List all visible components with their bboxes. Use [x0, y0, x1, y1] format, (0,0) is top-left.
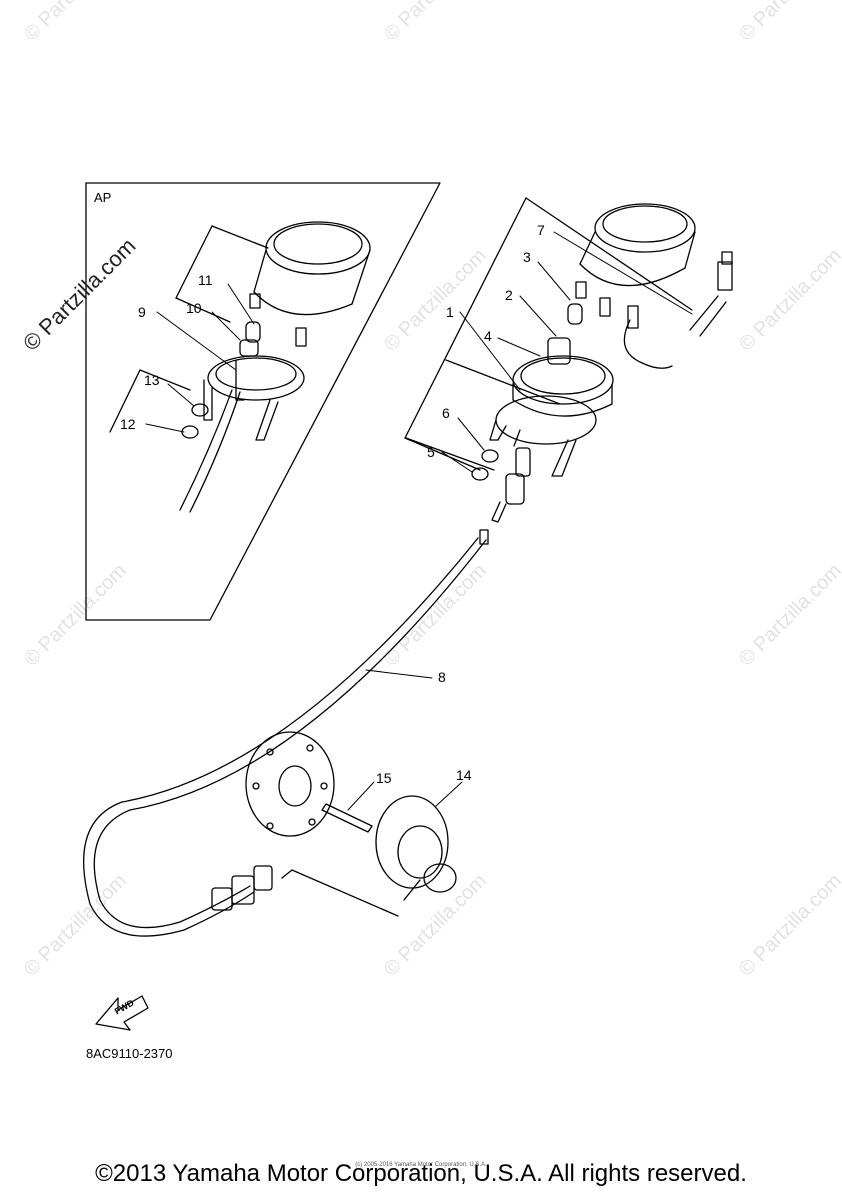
callout-14: 14 [456, 767, 472, 783]
callout-3: 3 [523, 249, 531, 265]
ap-bracket [203, 355, 305, 441]
callout-8: 8 [438, 669, 446, 685]
cable-connector [491, 447, 531, 523]
ap-frame-lines [109, 297, 231, 433]
gear-unit [375, 795, 457, 901]
meter-cable [83, 529, 489, 937]
hub-plate [245, 731, 335, 837]
callout-15: 15 [376, 770, 392, 786]
copyright-notice: ©2013 Yamaha Motor Corporation, U.S.A. A… [95, 1160, 747, 1187]
drive-pin [321, 803, 373, 833]
main-frame-lines [404, 197, 693, 471]
callout-13: 13 [144, 372, 160, 388]
cable-end-fitting [211, 865, 273, 911]
ap-meter [175, 221, 371, 347]
meter-bracket [489, 395, 597, 477]
ap-wires [179, 389, 241, 513]
ap-inset-panel [85, 182, 441, 621]
callout-10: 10 [186, 300, 202, 316]
ap-bulb [239, 321, 261, 357]
meter-lead-wire [623, 251, 733, 369]
meter-housing [512, 355, 614, 417]
callout-leaders [145, 231, 693, 811]
callout-4: 4 [484, 328, 492, 344]
fwd-arrow-icon [95, 995, 149, 1031]
callout-6: 6 [442, 405, 450, 421]
callout-7: 7 [537, 222, 545, 238]
panel-label-ap: AP [94, 190, 112, 205]
callout-1: 1 [446, 304, 454, 320]
bulb [567, 303, 583, 325]
main-nuts [471, 449, 499, 481]
meter-assembly [575, 203, 696, 329]
callout-12: 12 [120, 416, 136, 432]
gear-frame-lines [281, 869, 399, 917]
tiny-copyright: (c) 2005-2016 Yamaha Motor Corporation, … [355, 1162, 487, 1168]
callout-11: 11 [198, 272, 213, 288]
socket [547, 337, 571, 365]
diagram-part-number: 8AC9110-2370 [86, 1046, 173, 1061]
callout-5: 5 [427, 444, 435, 460]
callout-2: 2 [505, 287, 513, 303]
callout-9: 9 [138, 304, 146, 320]
